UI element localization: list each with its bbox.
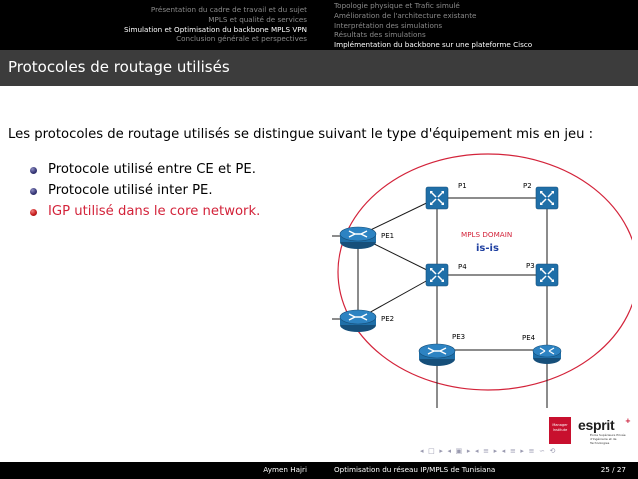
intro-text: Les protocoles de routage utilisés se di… xyxy=(8,127,594,142)
subsection-nav: Topologie physique et Trafic simulé Amél… xyxy=(319,0,638,50)
network-links xyxy=(332,197,548,408)
frame-title: Protocoles de routage utilisés xyxy=(8,58,230,76)
router-icon-p2 xyxy=(535,186,559,210)
section-link-3-active[interactable]: Simulation et Optimisation du backbone M… xyxy=(123,24,307,34)
label-pe1: PE1 xyxy=(381,232,394,240)
label-p1: P1 xyxy=(458,182,467,190)
label-p2: P2 xyxy=(523,182,532,190)
label-pe2: PE2 xyxy=(381,315,394,323)
bullet-item-igp: IGP utilisé dans le core network. xyxy=(30,204,260,225)
footer-title-box: Optimisation du réseau IP/MPLS de Tunisi… xyxy=(319,462,638,479)
section-nav: Présentation du cadre de travail et du s… xyxy=(0,0,319,50)
esprit-logo-subtitle: École Supérieure Privée d'Ingénierie et … xyxy=(590,433,626,445)
router-icon-pe4 xyxy=(532,344,562,365)
subsection-link-3[interactable]: Interprétation des simulations xyxy=(334,20,443,30)
subsection-link-5-active[interactable]: Implémentation du backbone sur une plate… xyxy=(334,40,533,50)
section-link-1[interactable]: Présentation du cadre de travail et du s… xyxy=(150,5,307,14)
subsection-link-4[interactable]: Résultats des simulations xyxy=(334,30,426,40)
footer-author: Aymen Hajri xyxy=(263,465,307,474)
bullet-list: Protocole utilisé entre CE et PE. Protoc… xyxy=(30,162,260,225)
router-icon-p3 xyxy=(535,263,559,287)
headline-nav: Présentation du cadre de travail et du s… xyxy=(0,0,638,50)
section-link-4[interactable]: Conclusion générale et perspectives xyxy=(176,34,307,44)
esprit-logo-word: esprit xyxy=(578,417,615,433)
esprit-logo-mark: + xyxy=(625,417,631,425)
router-icon-pe3 xyxy=(418,343,456,367)
label-p4: P4 xyxy=(458,263,467,271)
page-number: 25 / 27 xyxy=(600,465,626,474)
bullet-item-inter-pe: Protocole utilisé inter PE. xyxy=(30,183,260,204)
bullet-text: Protocole utilisé inter PE. xyxy=(48,183,213,198)
isis-label: is-is xyxy=(476,243,499,254)
esprim-logo-text: Manager Institute xyxy=(552,423,568,432)
frame-title-bar: Protocoles de routage utilisés xyxy=(0,50,638,86)
footline: Aymen Hajri Optimisation du réseau IP/MP… xyxy=(0,462,638,479)
label-pe4: PE4 xyxy=(522,334,536,342)
router-icon-pe1 xyxy=(339,226,377,250)
router-icon-pe2 xyxy=(339,309,377,333)
bullet-dot-icon xyxy=(30,167,37,174)
bullet-dot-icon xyxy=(30,209,37,216)
subsection-link-2[interactable]: Amélioration de l'architecture existante xyxy=(334,10,477,20)
bullet-text: IGP utilisé dans le core network. xyxy=(48,204,261,219)
router-icon-p1 xyxy=(425,186,449,210)
label-p3: P3 xyxy=(526,262,535,270)
router-icon-p4 xyxy=(425,263,449,287)
mpls-domain-circle xyxy=(337,153,632,391)
label-pe3: PE3 xyxy=(452,333,465,341)
esprim-logo: Manager Institute xyxy=(549,417,571,444)
bullet-text: Protocole utilisé entre CE et PE. xyxy=(48,162,256,177)
subsection-link-1[interactable]: Topologie physique et Trafic simulé xyxy=(334,1,460,10)
network-diagram: P1 P2 P4 P3 PE1 PE2 PE3 PE4 MPLS DOMAIN … xyxy=(332,153,632,408)
bullet-item-ce-pe: Protocole utilisé entre CE et PE. xyxy=(30,162,260,183)
esprit-logo: esprit + École Supérieure Privée d'Ingén… xyxy=(578,417,636,447)
footer-title: Optimisation du réseau IP/MPLS de Tunisi… xyxy=(334,465,496,474)
beamer-nav-symbols[interactable]: ◂ □ ▸ ◂ ▣ ▸ ◂ ≡ ▸ ◂ ≡ ▸ ≡ ∽ ⟲ xyxy=(420,447,557,455)
section-link-2[interactable]: MPLS et qualité de services xyxy=(208,14,307,24)
bullet-dot-icon xyxy=(30,188,37,195)
mpls-domain-label: MPLS DOMAIN xyxy=(461,230,512,239)
